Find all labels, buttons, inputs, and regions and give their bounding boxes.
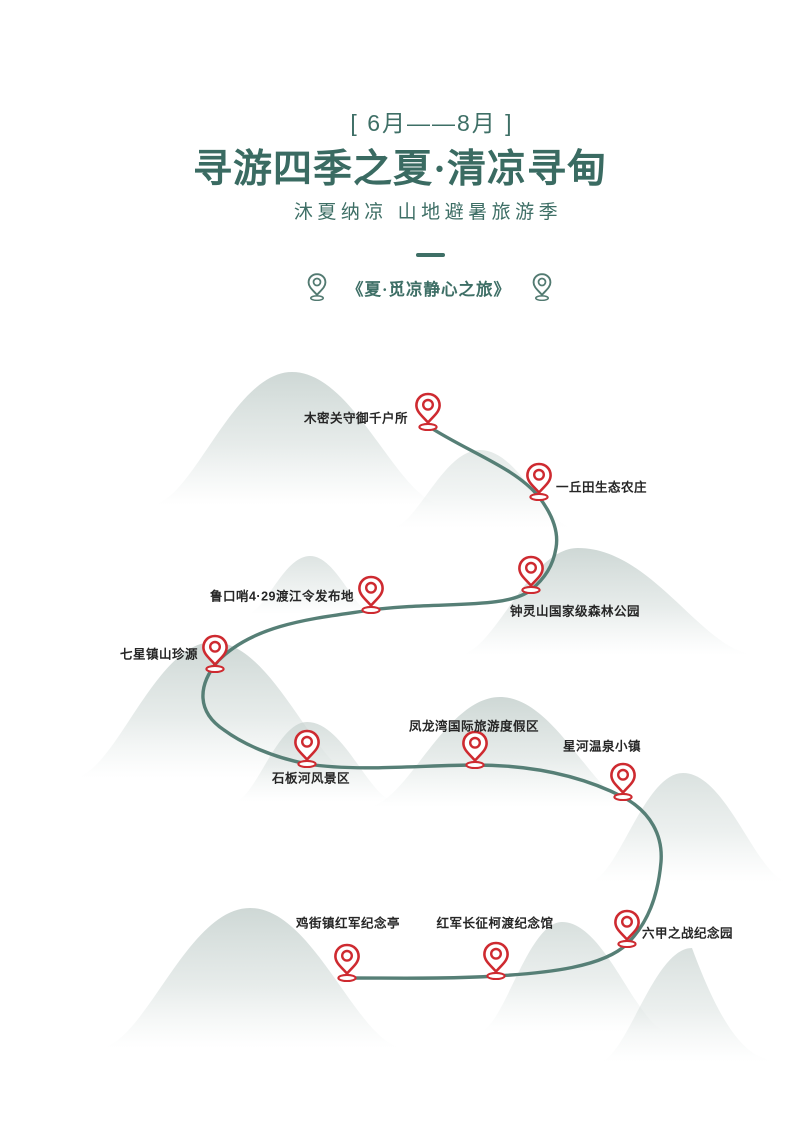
stop-label: 木密关守御千户所: [303, 411, 408, 426]
location-pin-icon: [356, 574, 386, 614]
location-pin-icon: [292, 728, 322, 768]
stop-label: 凤龙湾国际旅游度假区: [408, 719, 540, 734]
location-pin-icon: [608, 761, 638, 801]
page-subtitle: 沐夏纳凉 山地避暑旅游季: [293, 202, 563, 223]
location-pin-icon: [524, 461, 554, 501]
location-pin-icon: [460, 729, 490, 769]
stop-label: 七星镇山珍源: [119, 647, 198, 662]
stop-label: 钟灵山国家级森林公园: [509, 604, 641, 619]
title-divider: [416, 253, 445, 257]
badge-left-pin-icon: [306, 272, 328, 301]
badge-right-pin-icon: [531, 272, 553, 301]
stop-label: 六甲之战纪念园: [642, 926, 734, 941]
location-pin-icon: [516, 554, 546, 594]
badge-title: 《夏·觅凉静心之旅》: [346, 280, 512, 299]
stop-label: 星河温泉小镇: [562, 739, 642, 754]
stop-label: 石板河风景区: [271, 771, 351, 786]
location-pin-icon: [200, 633, 230, 673]
stop-label: 鸡街镇红军纪念亭: [295, 916, 401, 931]
stop-label: 鲁口哨4·29渡江令发布地: [209, 589, 354, 604]
location-pin-icon: [612, 908, 642, 948]
date-range: [ 6月——8月 ]: [350, 110, 514, 136]
location-pin-icon: [481, 940, 511, 980]
location-pin-icon: [332, 942, 362, 982]
stop-label: 一丘田生态农庄: [556, 480, 648, 495]
page-title: 寻游四季之夏·清凉寻甸: [192, 148, 608, 191]
stop-label: 红军长征柯渡纪念馆: [436, 916, 554, 931]
location-pin-icon: [413, 391, 443, 431]
